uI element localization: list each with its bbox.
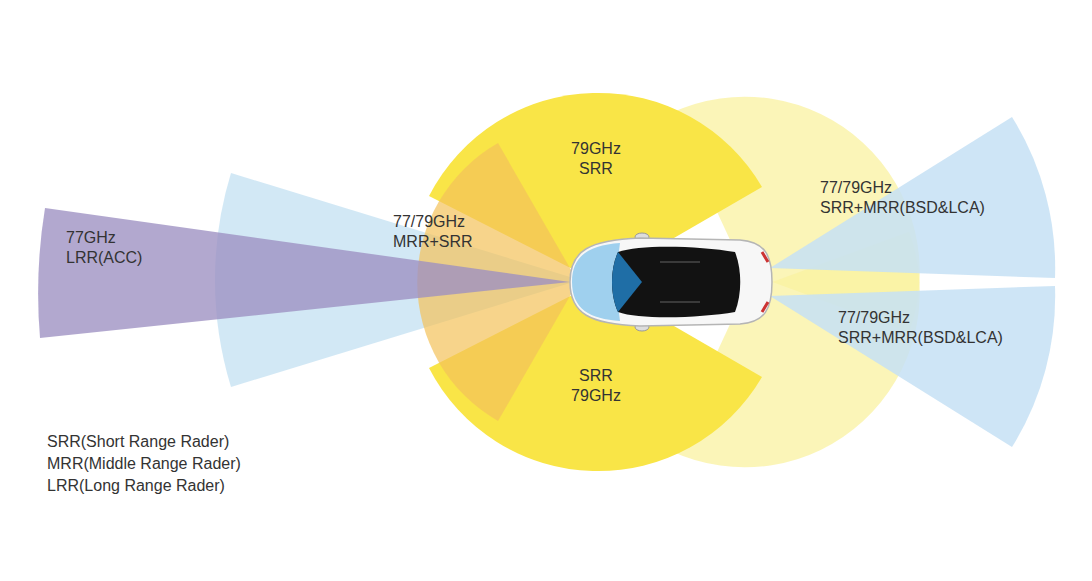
car bbox=[570, 233, 772, 331]
car-cabin bbox=[612, 247, 740, 318]
zone-text: 79GHz SRR bbox=[571, 139, 621, 179]
zone-label: SRR 79GHz bbox=[571, 366, 621, 406]
zone-text: 77/79GHz MRR+SRR bbox=[393, 212, 473, 252]
zone-label: 77/79GHz SRR+MRR(BSD&LCA) bbox=[838, 308, 1003, 348]
tail-light bbox=[762, 252, 768, 312]
zone-text: SRR 79GHz bbox=[571, 366, 621, 406]
zone-label: 77/79GHz SRR+MRR(BSD&LCA) bbox=[820, 178, 985, 218]
windshield bbox=[612, 252, 642, 312]
zone-label: 77GHz LRR(ACC) bbox=[66, 228, 142, 268]
rear-mrr-sector bbox=[770, 117, 1055, 278]
legend-note: SRR(Short Range Rader) bbox=[47, 432, 229, 452]
car-body bbox=[570, 238, 772, 326]
lrr-sector bbox=[38, 208, 570, 338]
zone-label: 77/79GHz MRR+SRR bbox=[393, 212, 473, 252]
zone-text: 77/79GHz SRR+MRR(BSD&LCA) bbox=[820, 178, 985, 218]
zone-label: 79GHz SRR bbox=[571, 139, 621, 179]
rear-mrr-sector bbox=[770, 286, 1055, 447]
roof-detail bbox=[660, 262, 700, 302]
legend-note: LRR(Long Range Rader) bbox=[47, 476, 225, 496]
zone-text: 77/79GHz SRR+MRR(BSD&LCA) bbox=[838, 308, 1003, 348]
zone-text: 77GHz LRR(ACC) bbox=[66, 228, 142, 268]
legend-note: MRR(Middle Range Rader) bbox=[47, 454, 241, 474]
